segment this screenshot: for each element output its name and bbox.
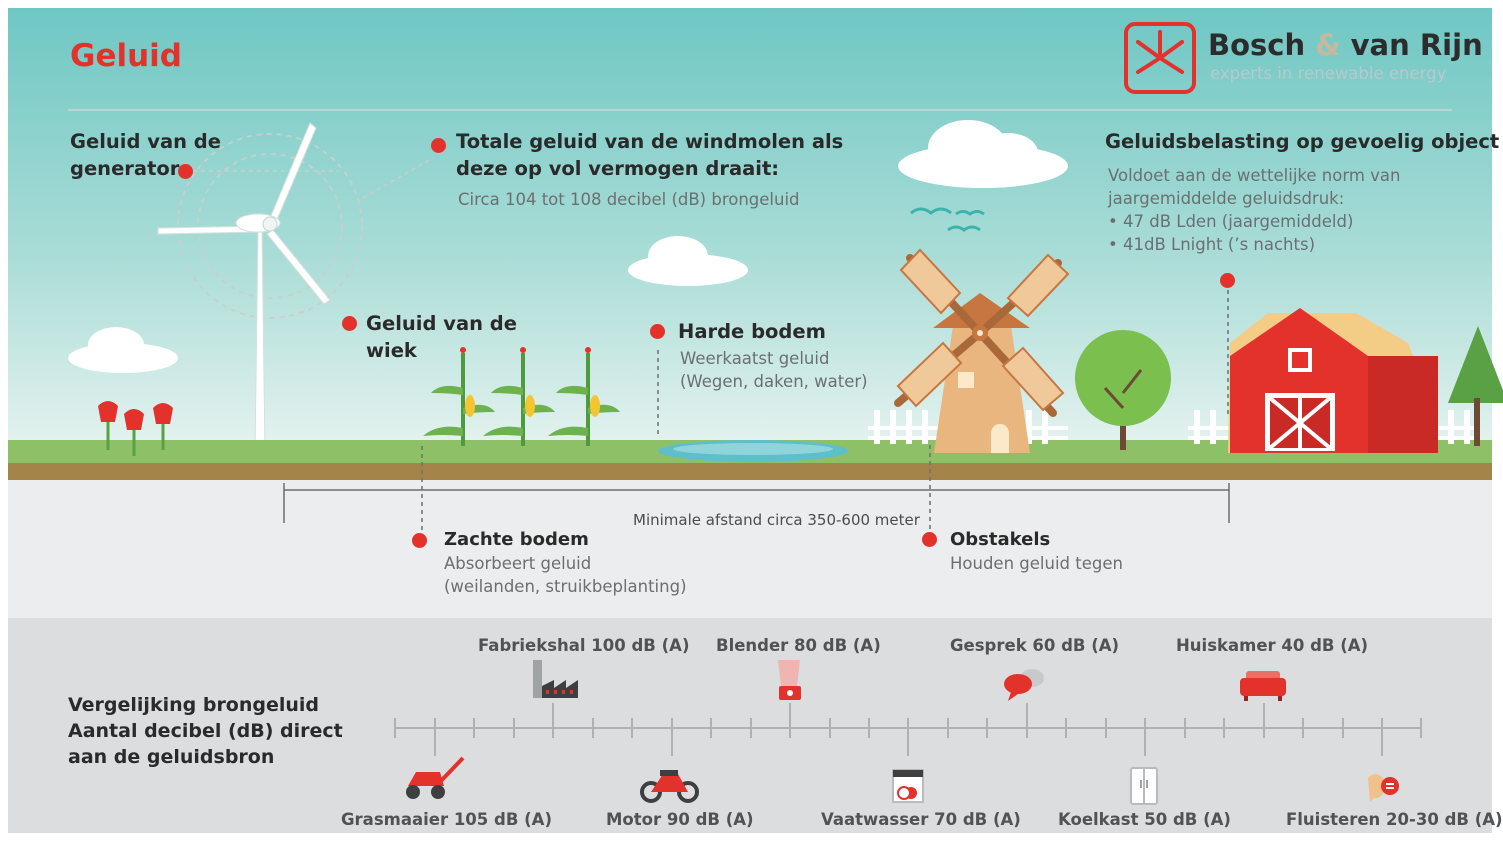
page-title: Geluid bbox=[70, 38, 182, 74]
sensitive-line3: • 47 dB Lden (jaargemiddeld) bbox=[1108, 212, 1354, 231]
sensitive-line2: jaargemiddelde geluidsdruk: bbox=[1108, 189, 1345, 208]
cloud-icon bbox=[898, 120, 1068, 188]
comparison-heading: Vergelijking brongeluid Aantal decibel (… bbox=[68, 692, 343, 770]
lawnmower-icon bbox=[406, 756, 465, 799]
whisper-icon bbox=[1368, 774, 1399, 802]
comparison-heading-line2: Aantal decibel (dB) direct bbox=[68, 720, 343, 742]
brand-name-part2: van Rijn bbox=[1350, 28, 1483, 62]
obstacles-text: Houden geluid tegen bbox=[950, 554, 1123, 573]
total-sound-sub: Circa 104 tot 108 decibel (dB) brongelui… bbox=[458, 190, 800, 209]
speech-bubble-icon bbox=[1004, 669, 1044, 701]
brand-tagline: experts in renewable energy bbox=[1210, 64, 1447, 83]
infographic-card: Geluid Bosch & van Rijn experts in renew… bbox=[8, 8, 1503, 833]
tree-icon bbox=[1075, 330, 1171, 450]
soft-ground-line2: (weilanden, struikbeplanting) bbox=[444, 577, 687, 596]
soft-ground-text: Absorbeert geluid (weilanden, struikbepl… bbox=[444, 552, 687, 598]
distance-bracket bbox=[283, 483, 1230, 523]
birds-icon bbox=[910, 207, 985, 232]
soft-ground-marker bbox=[412, 533, 427, 548]
blade-label-line2: wiek bbox=[366, 339, 417, 362]
decibel-timeline bbox=[394, 703, 1422, 756]
brand-name-part1: Bosch bbox=[1208, 28, 1306, 62]
obstacles-title: Obstakels bbox=[950, 529, 1051, 550]
brand-logo-icon bbox=[1124, 22, 1196, 94]
dishwasher-icon bbox=[892, 769, 924, 803]
blade-label-line1: Geluid van de bbox=[366, 312, 517, 335]
comparison-heading-line3: aan de geluidsbron bbox=[68, 746, 275, 768]
total-sound-line2: deze op vol vermogen draait: bbox=[456, 157, 780, 180]
distance-label: Minimale afstand circa 350-600 meter bbox=[633, 511, 920, 529]
cloud-icon bbox=[68, 327, 178, 373]
blade-label: Geluid van de wiek bbox=[366, 310, 517, 364]
generator-marker bbox=[178, 164, 193, 179]
blade-marker bbox=[342, 316, 357, 331]
blender-icon bbox=[778, 660, 801, 700]
hard-ground-title: Harde bodem bbox=[678, 320, 826, 343]
hard-ground-line2: (Wegen, daken, water) bbox=[680, 372, 868, 391]
comparison-label-dishwasher: Vaatwasser 70 dB (A) bbox=[821, 810, 1021, 829]
total-sound-label: Totale geluid van de windmolen als deze … bbox=[456, 128, 843, 182]
generator-label-line1: Geluid van de bbox=[70, 130, 221, 153]
obstacles-marker bbox=[922, 532, 937, 547]
brand-name: Bosch & van Rijn bbox=[1208, 28, 1483, 62]
motorcycle-icon bbox=[640, 770, 699, 803]
comparison-label-fridge: Koelkast 50 dB (A) bbox=[1058, 810, 1231, 829]
comparison-label-factory: Fabriekshal 100 dB (A) bbox=[478, 636, 690, 655]
sensitive-line1: Voldoet aan de wettelijke norm van bbox=[1108, 166, 1401, 185]
total-sound-marker bbox=[431, 138, 446, 153]
comparison-label-whisper: Fluisteren 20-30 dB (A) bbox=[1286, 810, 1503, 829]
soft-ground-title: Zachte bodem bbox=[444, 529, 589, 550]
pine-tree-icon bbox=[1448, 326, 1503, 446]
corn-field-icon bbox=[423, 347, 620, 446]
comparison-heading-line1: Vergelijking brongeluid bbox=[68, 694, 320, 716]
sofa-icon bbox=[1240, 671, 1286, 701]
fridge-icon bbox=[1130, 767, 1158, 805]
soil-strip bbox=[8, 463, 1492, 480]
sensitive-object-title: Geluidsbelasting op gevoelig object bbox=[1105, 130, 1500, 153]
comparison-label-lawnmower: Grasmaaier 105 dB (A) bbox=[341, 810, 552, 829]
barn-icon bbox=[1228, 308, 1438, 453]
sensitive-object-text: Voldoet aan de wettelijke norm van jaarg… bbox=[1108, 164, 1400, 256]
tulips-icon bbox=[98, 401, 173, 456]
total-sound-line1: Totale geluid van de windmolen als bbox=[456, 130, 844, 153]
hard-ground-text: Weerkaatst geluid (Wegen, daken, water) bbox=[680, 347, 868, 393]
hard-ground-line1: Weerkaatst geluid bbox=[680, 349, 830, 368]
generator-label-line2: generator bbox=[70, 157, 180, 180]
comparison-label-motorcycle: Motor 90 dB (A) bbox=[606, 810, 754, 829]
sensitive-line4: • 41dB Lnight (’s nachts) bbox=[1108, 235, 1316, 254]
comparison-label-conversation: Gesprek 60 dB (A) bbox=[950, 636, 1120, 655]
hard-ground-marker bbox=[650, 324, 665, 339]
landscape-scene bbox=[8, 8, 1503, 833]
ground-area bbox=[8, 478, 1492, 618]
sound-waves-icon bbox=[177, 133, 363, 319]
factory-icon bbox=[533, 660, 578, 698]
sensitive-object-marker bbox=[1220, 273, 1235, 288]
cloud-icon bbox=[628, 236, 748, 286]
comparison-label-blender: Blender 80 dB (A) bbox=[716, 636, 881, 655]
generator-label: Geluid van de generator bbox=[70, 128, 221, 182]
windmill-icon bbox=[894, 248, 1070, 453]
brand-ampersand: & bbox=[1315, 28, 1341, 62]
soft-ground-line1: Absorbeert geluid bbox=[444, 554, 592, 573]
wind-turbine-icon bbox=[157, 122, 331, 454]
comparison-label-living-room: Huiskamer 40 dB (A) bbox=[1176, 636, 1369, 655]
